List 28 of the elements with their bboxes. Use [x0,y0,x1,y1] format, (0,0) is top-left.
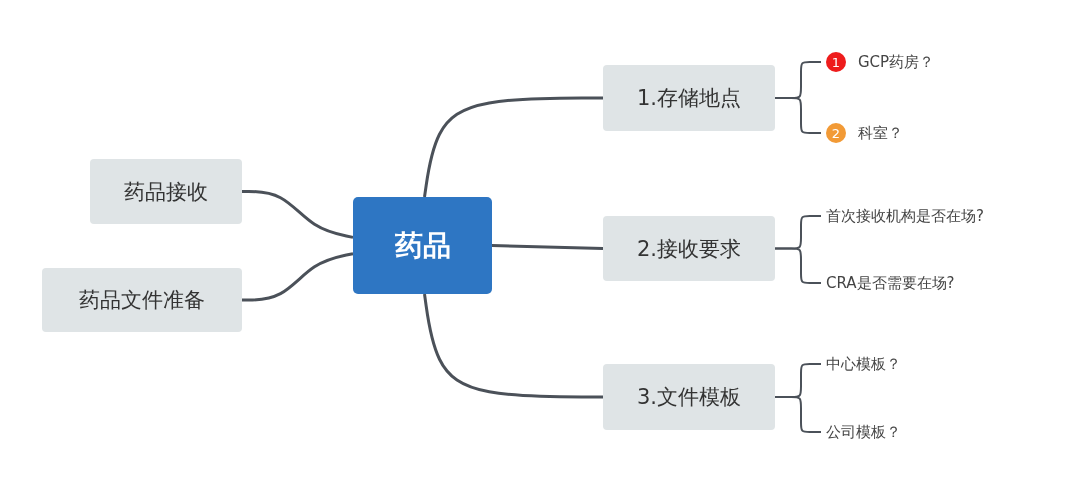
branch-connector [423,96,603,198]
topic-text: 药品接收 [124,178,208,206]
branch-connector [491,244,604,250]
topic-box [42,268,242,332]
subtopic-text: GCP药房？ [858,52,935,72]
topic-text: 药品文件准备 [79,287,205,314]
branch-connector [242,252,354,302]
topic-text: 药品 [394,227,451,264]
number-badge: 1 [826,52,846,72]
subtopic-text: 首次接收机构是否在场? [826,206,984,226]
topic-box [603,364,775,430]
bracket-connector [774,97,822,134]
subtopic-text: CRA是否需要在场? [826,273,955,293]
topic-box [603,65,775,131]
bracket-connector [774,396,822,433]
number-badge: 2 [826,123,846,143]
topic-text: 3.文件模板 [636,384,741,411]
subtopic-text: 公司模板？ [826,422,901,442]
topic-text: 2.接收要求 [636,235,741,263]
bracket-connector [774,247,822,284]
branch-connector [242,190,354,239]
topic-box [603,216,775,281]
subtopic-text: 科室？ [858,123,903,143]
central-topic-box [353,197,492,294]
topic-box [90,159,242,224]
branch-connector [423,293,603,399]
topic-text: 1.存储地点 [636,85,741,112]
subtopic-text: 中心模板？ [826,354,901,374]
